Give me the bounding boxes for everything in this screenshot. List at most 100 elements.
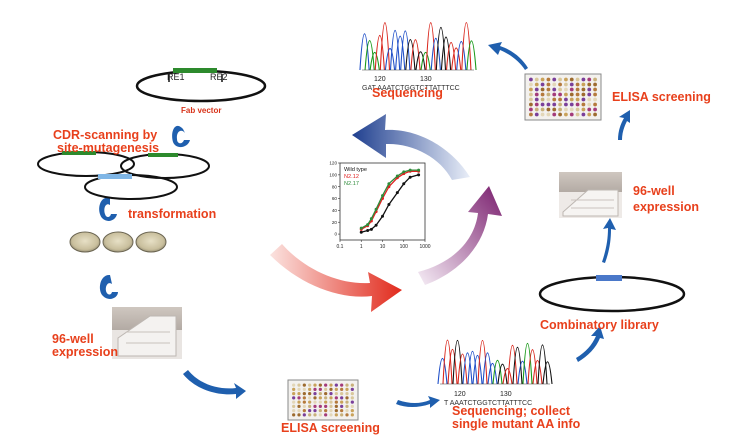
sequence-readout: GAT AAATCTGGTCTTATTTCC	[362, 85, 460, 92]
plate-well	[350, 396, 354, 400]
plate-well	[534, 87, 539, 92]
plate-well	[345, 409, 349, 413]
x-tick-label: 100	[400, 244, 409, 250]
legend-entry: Wild type	[344, 167, 367, 173]
plate-well	[302, 409, 306, 413]
plate-well	[587, 112, 592, 117]
plate-well	[297, 383, 301, 387]
plate-well	[313, 404, 317, 408]
y-tick-label: 100	[329, 172, 337, 177]
plate-well	[587, 87, 592, 92]
trace-peak	[442, 339, 453, 385]
data-point	[359, 226, 363, 230]
plate-well	[587, 97, 592, 102]
trace-peak	[364, 40, 375, 71]
plate-well	[292, 409, 296, 413]
plate-well	[564, 92, 568, 97]
plate-well	[593, 77, 597, 82]
plate-well	[345, 387, 349, 391]
data-point	[359, 230, 363, 234]
trace-peak	[537, 344, 548, 385]
plate-stack-photo-left	[112, 307, 182, 359]
plate-well	[546, 112, 551, 117]
well96-right-label-1: 96-well	[633, 184, 675, 198]
x-tick-label: 1	[360, 244, 363, 250]
plate-well	[593, 107, 597, 112]
plate-well	[308, 413, 312, 417]
plate-well	[534, 102, 539, 107]
plate-well	[350, 387, 354, 391]
plate-well	[329, 387, 333, 391]
fab-vector-label: Fab vector	[181, 106, 222, 115]
plate-well	[564, 77, 568, 82]
cdr-scanning-label: CDR-scanning by	[53, 128, 158, 142]
plate-well	[575, 112, 580, 117]
plate-well	[313, 387, 317, 391]
plate-well	[581, 102, 586, 107]
plate-well	[329, 404, 333, 408]
site-mutagenesis-label: site-mutagenesis	[57, 141, 160, 155]
data-point	[402, 170, 406, 174]
plate-well	[569, 97, 574, 102]
transformation-label: transformation	[128, 207, 217, 221]
plate-well	[318, 387, 322, 391]
plate-well	[552, 107, 557, 112]
trace-peak	[440, 36, 452, 71]
trace-peak	[379, 22, 391, 71]
trace-peak	[472, 355, 483, 385]
plate-well	[318, 404, 322, 408]
plate-well	[313, 383, 317, 387]
plate-well	[292, 404, 296, 408]
plate-well	[569, 92, 574, 97]
plate-well	[593, 87, 597, 92]
tick-label-120: 120	[454, 391, 466, 398]
y-tick-label: 20	[332, 220, 338, 225]
trace-peak	[532, 360, 543, 385]
plate-well	[350, 404, 354, 408]
plate-well	[292, 400, 296, 404]
plate-well	[593, 82, 597, 87]
plate-body	[287, 379, 359, 421]
plate-well	[564, 102, 568, 107]
plate-well	[569, 112, 574, 117]
plate-well	[308, 404, 312, 408]
cycle-arrows	[270, 114, 502, 312]
plate-well	[340, 383, 344, 387]
trace-peak	[359, 33, 370, 71]
trace-peak	[425, 22, 436, 71]
blue-cycle-arrow	[352, 114, 470, 180]
trace-peak	[466, 40, 477, 71]
plate-well	[308, 409, 312, 413]
plate-well	[345, 392, 349, 396]
plate-well	[334, 383, 338, 387]
plate-well	[552, 87, 557, 92]
plate-well	[334, 387, 338, 391]
plate-well	[297, 392, 301, 396]
y-tick-label: 60	[332, 196, 338, 201]
plate-well	[540, 77, 545, 82]
plate-well	[308, 383, 312, 387]
plate-well	[329, 383, 333, 387]
plate-well	[540, 112, 545, 117]
plate-well	[534, 97, 539, 102]
curl-arrow-icon	[99, 42, 630, 408]
plate-well	[334, 409, 338, 413]
mutant-plasmids	[37, 151, 210, 200]
plate-well	[308, 396, 312, 400]
data-point	[417, 168, 421, 172]
plate-well	[564, 87, 568, 92]
tick-label-130: 130	[420, 76, 432, 83]
trace-peak	[445, 42, 457, 71]
plate-well	[564, 107, 568, 112]
plate-well	[334, 400, 338, 404]
trace-peak	[400, 30, 411, 71]
plate-well	[350, 400, 354, 404]
combinatory-library-label: Combinatory library	[540, 318, 659, 332]
plate-well	[529, 112, 533, 117]
plate-well	[558, 97, 562, 102]
data-point	[395, 174, 399, 178]
plate-well	[529, 77, 533, 82]
